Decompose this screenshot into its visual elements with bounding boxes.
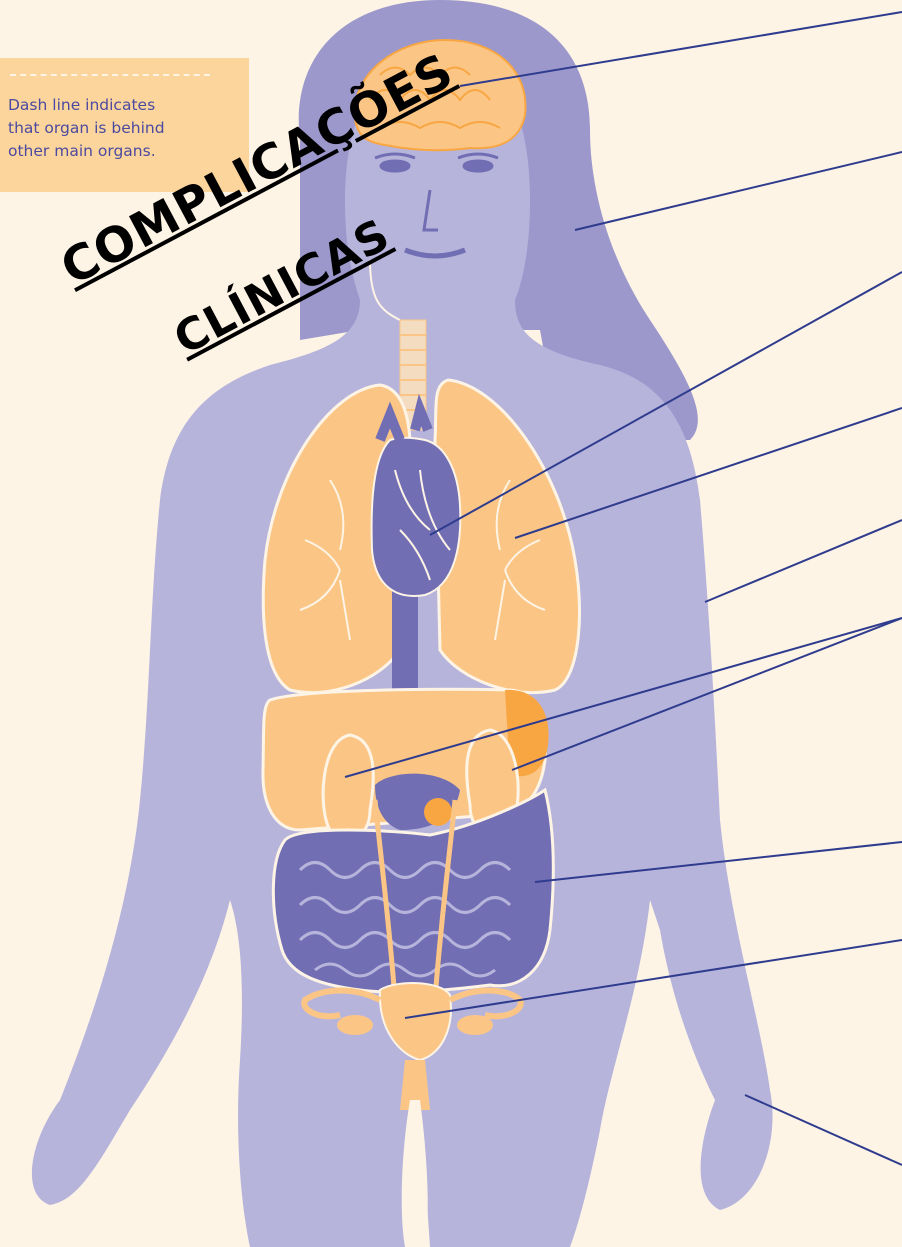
leader-line-hair bbox=[575, 152, 902, 230]
leader-line-body bbox=[705, 520, 902, 602]
legend-dash-sample bbox=[10, 74, 210, 76]
adrenal-gland bbox=[424, 798, 452, 826]
legend-text: Dash line indicates that organ is behind… bbox=[8, 94, 248, 163]
